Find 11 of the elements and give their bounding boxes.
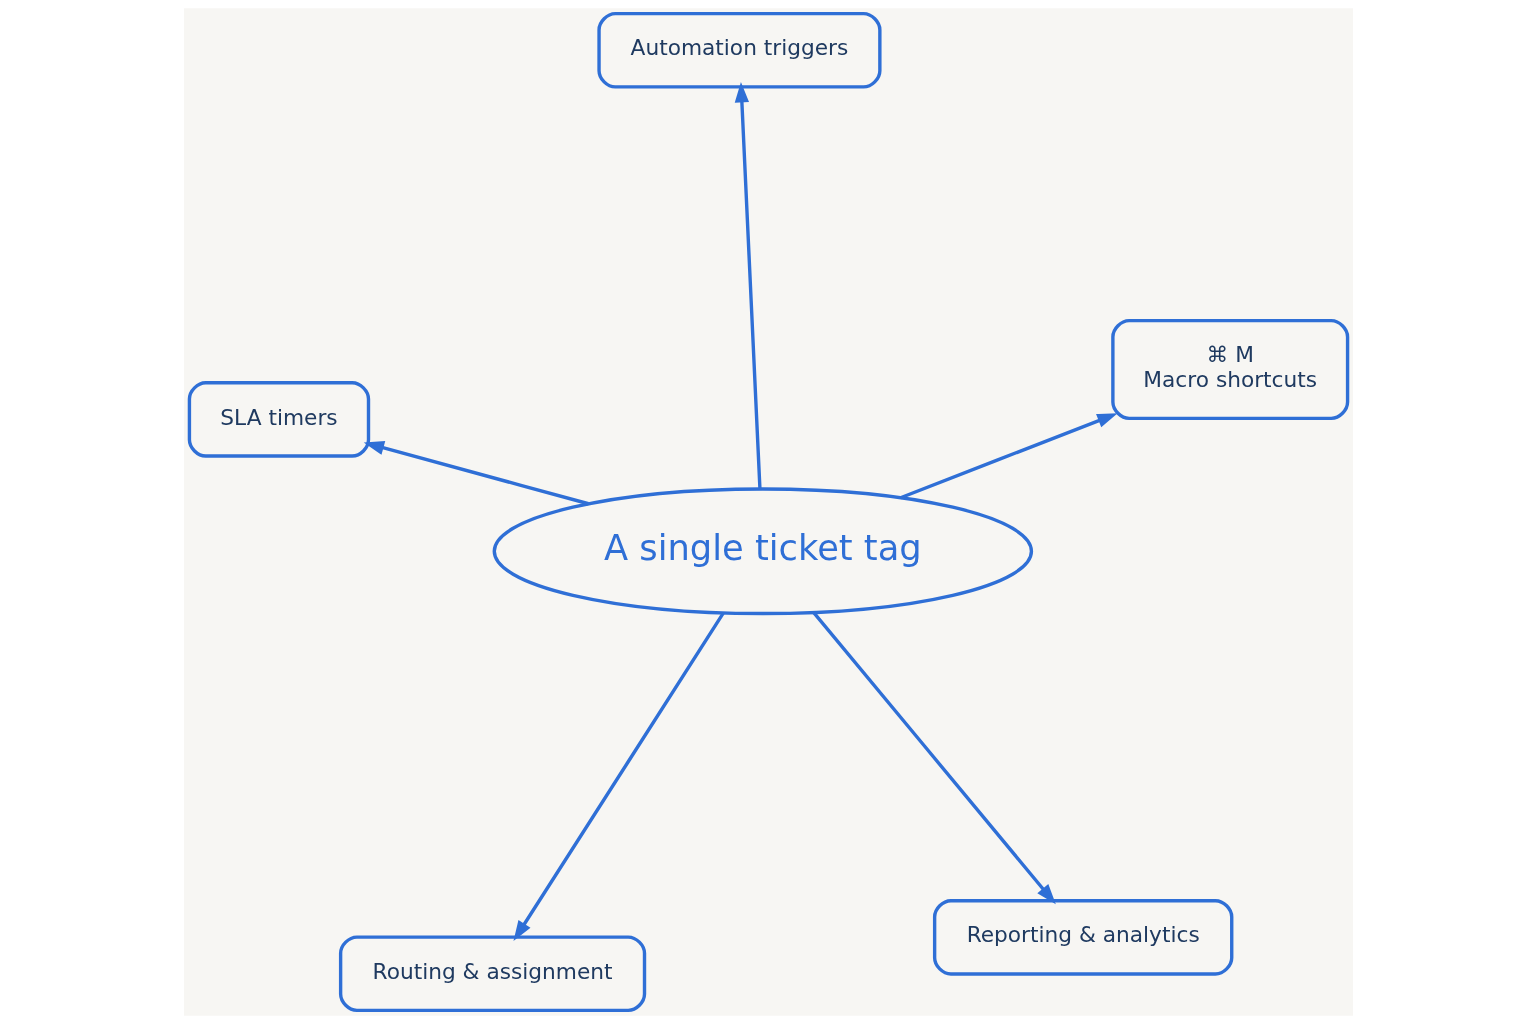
node-box: Reporting & analytics <box>932 899 1233 976</box>
node-box: Routing & assignment <box>338 935 646 1013</box>
arrow <box>899 413 1118 500</box>
node-ellipse: A single ticket tag <box>492 487 1033 616</box>
arrow <box>812 611 1056 905</box>
node-box: ⌘ M Macro shortcuts <box>1110 318 1349 421</box>
arrow <box>734 81 762 489</box>
arrow <box>512 612 725 942</box>
arrow <box>363 441 589 506</box>
node-box: Automation triggers <box>596 11 882 89</box>
node-box: SLA timers <box>187 381 370 458</box>
